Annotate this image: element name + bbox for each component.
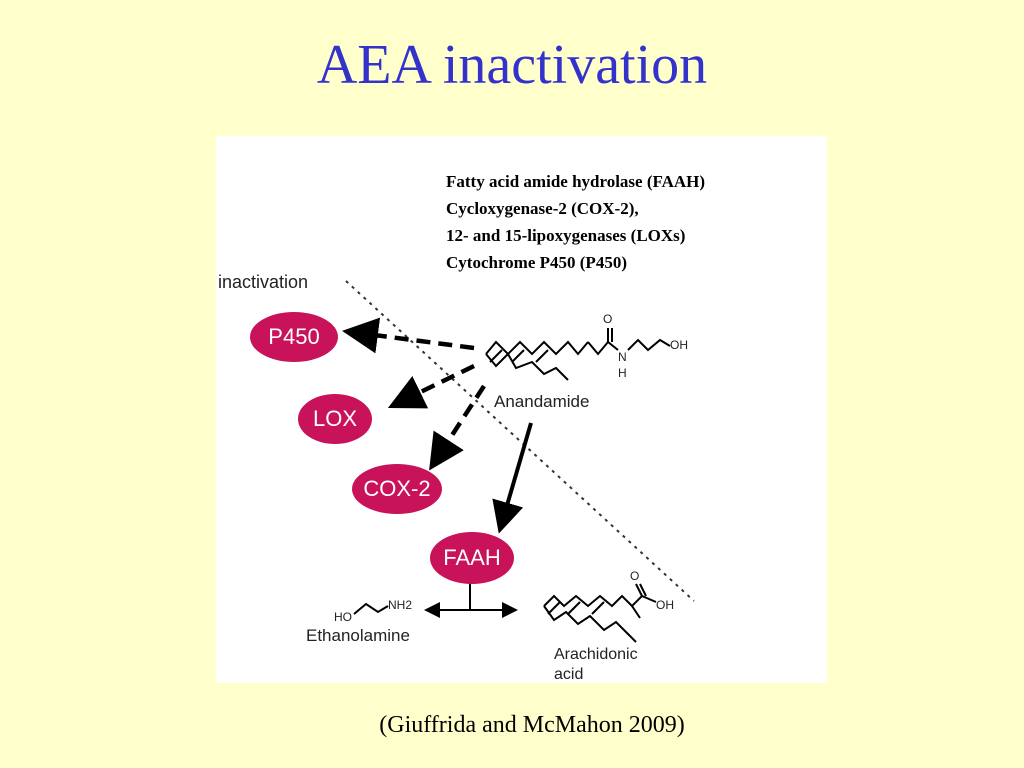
dotted-divider	[345, 280, 695, 602]
anandamide-label: Anandamide	[494, 392, 590, 411]
atom-label-o: O	[603, 312, 613, 326]
atom-label-n: N	[618, 350, 627, 364]
arachidonic-acid-label-1: Arachidonic	[554, 646, 638, 663]
pathway-diagram	[342, 280, 695, 643]
enzyme-list: Fatty acid amide hydrolase (FAAH) Cyclox…	[446, 168, 705, 276]
citation: (Giuffrida and McMahon 2009)	[379, 712, 685, 738]
enzyme-faah: FAAH	[430, 532, 514, 584]
arrow-to-cox2	[429, 384, 486, 471]
atom-label-nh2: NH2	[388, 598, 413, 612]
enzyme-list-item: Cytochrome P450 (P450)	[446, 253, 627, 272]
enzyme-list-item: 12- and 15-lipoxygenases (LOXs)	[446, 226, 686, 245]
enzyme-p450: P450	[250, 312, 338, 362]
enzyme-lox: LOX	[298, 394, 372, 444]
atom-label-h: H	[618, 366, 627, 380]
ethanolamine-label: Ethanolamine	[306, 626, 410, 645]
enzyme-list-item: Fatty acid amide hydrolase (FAAH)	[446, 172, 706, 191]
atom-label-oh: OH	[656, 598, 674, 612]
arrow-to-lox	[387, 363, 475, 409]
atom-label-oh: OH	[670, 338, 688, 352]
slide-title: AEA inactivation	[316, 34, 708, 96]
arachidonic-acid-label-2: acid	[554, 666, 584, 683]
arrow-to-p450	[342, 317, 475, 354]
anandamide-structure	[485, 328, 671, 381]
enzyme-cox2: COX-2	[352, 464, 442, 514]
pathway-figure: Fatty acid amide hydrolase (FAAH) Cyclox…	[216, 136, 827, 683]
atom-label-o: O	[630, 569, 640, 583]
ethanolamine-structure	[353, 602, 389, 615]
arachidonic-acid-structure	[543, 583, 657, 643]
arrow-to-faah	[492, 422, 533, 534]
atom-label-ho: HO	[334, 610, 352, 624]
enzyme-list-item: Cycloxygenase-2 (COX-2),	[446, 199, 639, 218]
inactivation-label: inactivation	[218, 272, 309, 292]
